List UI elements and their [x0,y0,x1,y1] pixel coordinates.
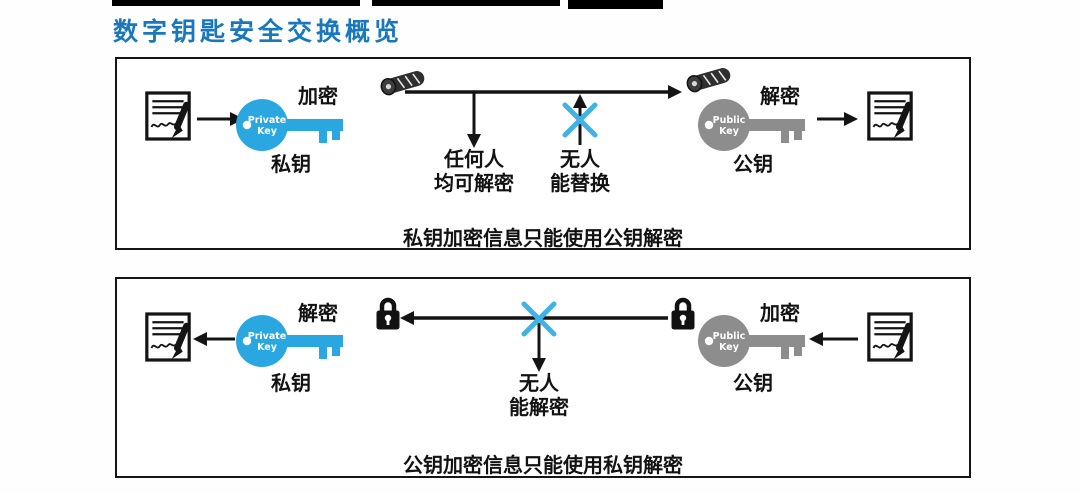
annotation-anyone-can-decrypt: 任何人 均可解密 [434,147,514,195]
key-head-text: Private [248,115,287,126]
pen-icon [173,322,190,352]
cropped-text-artifact [568,0,663,9]
panel-caption: 公钥加密信息只能使用私钥解密 [403,453,683,477]
annotation-line: 无人 [519,371,559,395]
x-mark-icon [562,102,598,138]
public-key-name-label: 公钥 [733,371,773,395]
page-title: 数字钥匙安全交换概览 [113,17,404,46]
public-key-name-label: 公钥 [733,152,773,176]
encrypted-scroll-icon [380,71,425,96]
keyhole-dot [704,120,714,130]
pen-icon [173,101,190,131]
key-head-text: Key [257,342,278,353]
panel-caption: 私钥加密信息只能使用公钥解密 [403,226,683,250]
private-key-name-label: 私钥 [271,152,311,176]
annotation-line: 能替换 [550,171,610,195]
private-key-icon: Private Key [236,315,343,367]
encrypt-label: 加密 [760,301,800,325]
x-mark-icon [521,301,557,337]
public-key-icon: Public Key [698,99,805,151]
decrypt-label: 解密 [760,84,800,108]
key-head-text: Public [713,331,746,342]
annotation-no-one-can-replace: 无人 能替换 [550,147,610,195]
private-encrypt-panel: Private Key 加密 私钥 任何人 均可解密 无人 能替换 [115,57,971,250]
decrypt-label: 解密 [298,301,338,325]
padlock-icon [376,297,400,330]
annotation-line: 能解密 [509,395,569,419]
encrypted-scroll-icon [686,68,731,93]
keyhole-dot [704,336,714,346]
arrow-no-replace [573,94,587,145]
cropped-text-artifact [112,0,360,6]
keyhole-dot [242,120,252,130]
encrypt-label: 加密 [298,84,338,108]
arrow-private-key-to-doc [193,332,235,346]
message-flow-line-arrow-left [400,311,668,325]
top-flow-arrows [197,85,858,148]
private-key-icon: Private Key [236,99,343,151]
key-head-text: Key [719,126,740,137]
public-encrypt-panel: Private Key 解密 私钥 无人 能解密 [115,277,971,478]
document-icon [145,91,191,141]
key-head-text: Public [713,115,746,126]
arrow-anyone-can-decrypt [467,92,481,148]
padlock-icon [671,297,695,330]
pen-icon [895,322,912,352]
annotation-no-one-can-decrypt: 无人 能解密 [509,371,569,419]
arrow-doc-to-public-key [809,332,858,346]
private-key-name-label: 私钥 [271,371,311,395]
annotation-line: 任何人 [444,147,504,171]
public-key-icon: Public Key [698,315,805,367]
keyhole-dot [242,336,252,346]
arrow-public-key-to-doc [817,112,858,126]
document-icon [867,91,913,141]
document-icon [145,312,191,362]
arrow-no-decrypt [532,323,546,372]
cropped-text-artifact [372,0,560,6]
pen-icon [895,101,912,131]
key-head-text: Private [248,331,287,342]
message-flow-line-arrow [405,85,682,99]
annotation-line: 无人 [560,147,600,171]
key-head-text: Key [257,126,278,137]
key-head-text: Key [719,342,740,353]
annotation-line: 均可解密 [434,171,514,195]
document-icon [867,312,913,362]
